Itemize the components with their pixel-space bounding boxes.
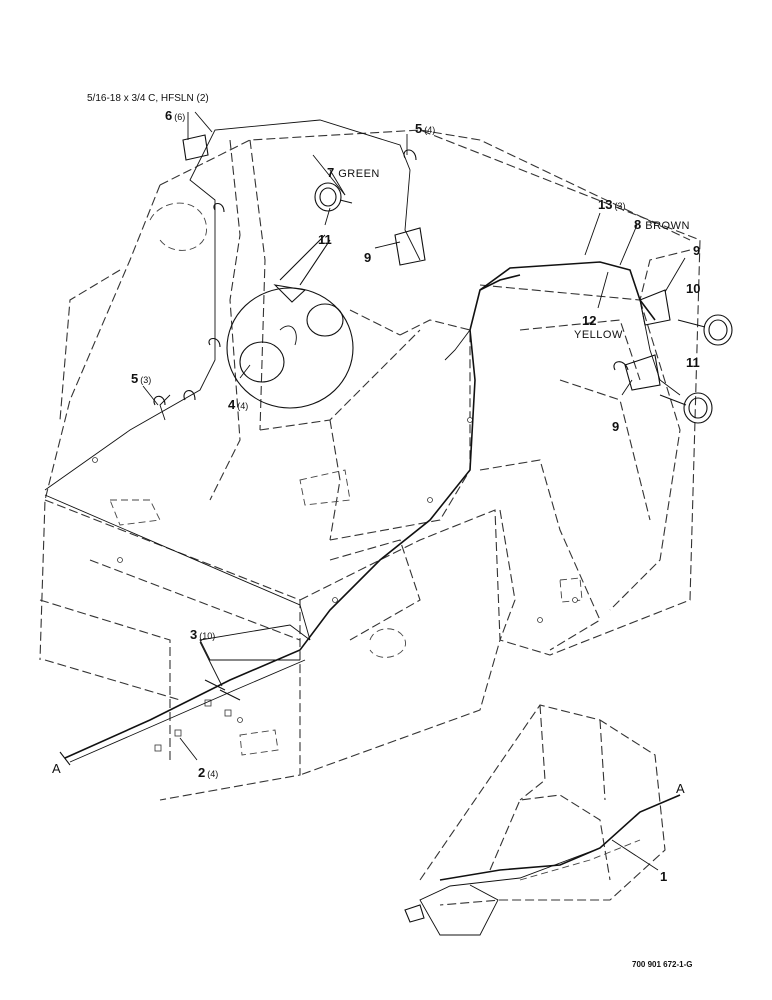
callout-5-left-qty: (3) <box>140 375 152 385</box>
callout-13-qty: (3) <box>614 201 626 211</box>
callout-7-color: GREEN <box>338 168 380 180</box>
callout-5-top-qty: (4) <box>424 125 436 135</box>
callout-11-left: 11 <box>318 232 332 247</box>
callout-4-qty: (4) <box>237 401 249 411</box>
callout-2-qty: (4) <box>207 769 219 779</box>
callout-10: 10 <box>686 281 701 296</box>
frame-holes <box>92 417 578 752</box>
callout-4: 4(4) <box>228 398 248 411</box>
callout-13: 13(3) <box>598 198 625 211</box>
callout-8-color: BROWN <box>645 220 690 232</box>
reference-a-left: A <box>52 761 61 776</box>
callout-6: 6(6) <box>165 109 185 122</box>
reference-a-right: A <box>676 781 685 796</box>
callout-6-qty: (6) <box>174 112 186 122</box>
magnifier-callout-icon <box>226 234 354 409</box>
callout-12-number: 12 <box>582 313 597 328</box>
callout-9-right: 9 <box>693 243 701 258</box>
callout-2-number: 2 <box>198 765 206 780</box>
callout-4-number: 4 <box>228 397 236 412</box>
callout-8-number: 8 <box>634 217 642 232</box>
callout-1: 1 <box>660 869 668 884</box>
callout-13-number: 13 <box>598 197 613 212</box>
callout-2: 2(4) <box>198 766 218 779</box>
callout-5-top: 5(4) <box>415 122 435 135</box>
callout-5-left-number: 5 <box>131 371 139 386</box>
hardware-spec-label: 5/16-18 x 3/4 C, HFSLN (2) <box>87 93 209 104</box>
callout-7-number: 7 <box>327 165 335 180</box>
machine-frame <box>39 129 701 801</box>
callout-3-number: 3 <box>190 627 198 642</box>
callout-12: 12 YELLOW <box>574 313 623 342</box>
wiring-harness <box>44 119 681 763</box>
callout-9-lower: 9 <box>612 419 620 434</box>
callout-3-qty: (10) <box>199 631 216 641</box>
lower-inset-cable <box>404 794 681 936</box>
lower-inset-frame <box>419 704 666 906</box>
callout-9-top: 9 <box>364 250 372 265</box>
callout-5-left: 5(3) <box>131 372 151 385</box>
clips <box>59 149 417 766</box>
lamp-icon <box>314 182 733 424</box>
document-number: 700 901 672-1-G <box>632 960 693 969</box>
bracket-icon <box>182 134 671 391</box>
callout-3: 3(10) <box>190 628 215 641</box>
callout-12-color: YELLOW <box>574 329 623 341</box>
callout-6-number: 6 <box>165 108 173 123</box>
callout-11-right: 11 <box>686 355 700 370</box>
callout-5-top-number: 5 <box>415 121 423 136</box>
leader-lines <box>142 111 686 761</box>
